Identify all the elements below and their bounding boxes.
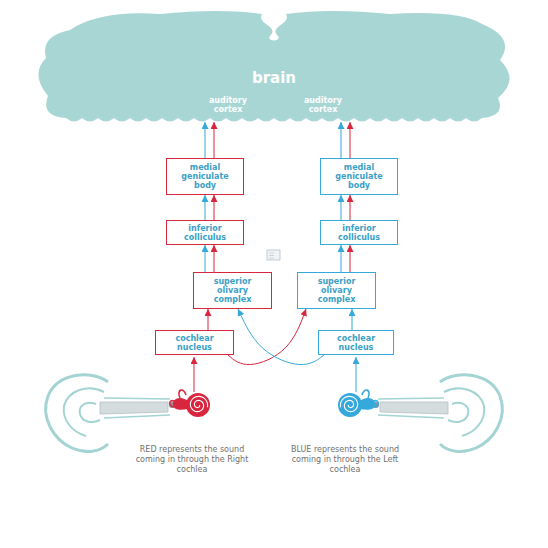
signal-arrow — [341, 245, 342, 272]
relay-box: medial geniculate body — [166, 158, 244, 195]
node-label: auditory cortex — [205, 96, 251, 114]
signal-arrow — [350, 195, 351, 220]
cochlea-arrow — [356, 357, 357, 392]
cochlea-illustration — [338, 390, 378, 417]
node-label: inferior colliculus — [175, 224, 235, 242]
signal-arrow — [205, 122, 206, 158]
ear-illustration — [364, 375, 502, 452]
signal-arrow — [205, 195, 206, 220]
cochlea-spiral — [340, 396, 357, 411]
page-icon-lines — [269, 253, 274, 258]
node-label: cochlear nucleus — [326, 334, 386, 352]
relay-box: medial geniculate body — [320, 158, 398, 195]
page-icon-frame — [267, 250, 280, 260]
semicircular-canal — [170, 390, 186, 407]
node-label: inferior colliculus — [329, 224, 389, 242]
cochlea-vestibule — [173, 398, 188, 410]
relay-box: cochlear nucleus — [155, 330, 234, 355]
signal-arrow — [341, 195, 342, 220]
legend-text: RED represents the sound coming in throu… — [130, 445, 254, 475]
brain-cloud: brainauditory cortex auditory cortex — [30, 8, 518, 133]
node-label: cochlear nucleus — [165, 334, 225, 352]
legend-swatch — [186, 393, 210, 417]
cortex-region: auditory cortex — [293, 96, 353, 122]
signal-arrow — [350, 122, 351, 158]
relay-box: cochlear nucleus — [318, 330, 394, 355]
legend-swatch — [338, 393, 362, 417]
relay-box: superior olivary complex — [193, 272, 272, 309]
signal-arrow — [341, 122, 342, 158]
signal-arrow — [238, 309, 324, 365]
cochlea-spiral — [190, 396, 207, 411]
legend-text: BLUE represents the sound coming in thro… — [283, 445, 407, 475]
signal-arrow — [208, 309, 209, 330]
signal-arrow — [214, 122, 215, 158]
cortex-region: auditory cortex — [198, 96, 258, 122]
ear-helix — [46, 375, 108, 452]
ear-canal-edge — [104, 415, 170, 418]
brain-shape — [38, 11, 509, 122]
page-icon — [267, 250, 280, 260]
node-label: superior olivary complex — [307, 277, 367, 304]
signal-arrow — [214, 245, 215, 272]
signal-arrow — [228, 309, 306, 365]
signal-arrow — [214, 195, 215, 220]
signal-arrow — [205, 245, 206, 272]
signal-arrow — [352, 309, 353, 330]
ear-canal — [100, 402, 168, 414]
cochlea-vestibule — [360, 398, 375, 410]
relay-box: superior olivary complex — [297, 272, 376, 309]
ear-concha — [80, 403, 100, 422]
cochlea-arrow — [194, 357, 195, 392]
semicircular-canal — [362, 390, 378, 407]
ear-illustration — [46, 375, 184, 452]
node-label: medial geniculate body — [329, 163, 389, 190]
ear-canal-edge — [104, 398, 170, 399]
node-label: brain — [252, 70, 296, 86]
ear-antihelix — [64, 388, 104, 436]
relay-box: inferior colliculus — [166, 220, 244, 245]
signal-arrow — [350, 245, 351, 272]
relay-box: inferior colliculus — [320, 220, 398, 245]
node-label: auditory cortex — [300, 96, 346, 114]
node-label: superior olivary complex — [203, 277, 263, 304]
cochlea-illustration — [170, 390, 210, 417]
node-label: medial geniculate body — [175, 163, 235, 190]
